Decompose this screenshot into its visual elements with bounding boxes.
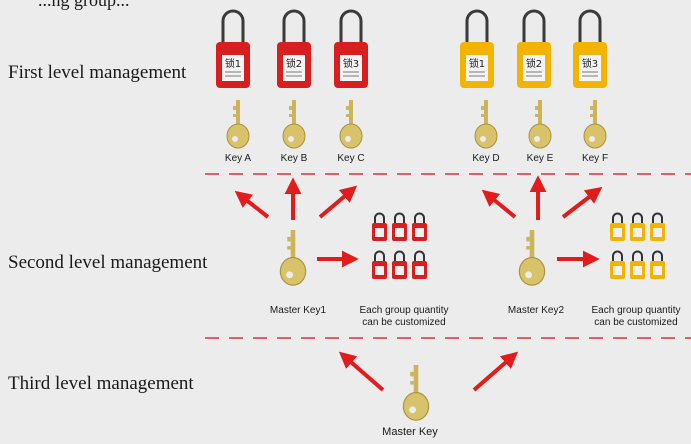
group-note-right-line1: Each group quantity bbox=[591, 305, 681, 316]
arrow-master1-keyA bbox=[234, 190, 270, 219]
key-a-label: Key A bbox=[224, 153, 252, 164]
key-d-label: Key D bbox=[472, 153, 500, 164]
grand-master-key-icon bbox=[402, 365, 430, 421]
arrow-master1-keyC bbox=[318, 185, 358, 219]
header-fragment: ...ng group... bbox=[38, 0, 130, 10]
group-note-left-line1: Each group quantity bbox=[359, 305, 449, 316]
arrow-grand-master2 bbox=[472, 351, 519, 392]
arrow-grand-master1 bbox=[338, 351, 385, 392]
key-c-icon bbox=[339, 100, 363, 149]
second-level-label: Second level management bbox=[8, 252, 208, 273]
padlock-yellow-3-label: 锁3 bbox=[582, 57, 598, 70]
padlock-red-2-label: 锁2 bbox=[286, 57, 302, 70]
arrow-master2-keyF bbox=[561, 186, 603, 219]
key-b-label: Key B bbox=[280, 153, 308, 164]
group-yellow-padlock-4 bbox=[610, 250, 625, 279]
group-yellow-padlock-6 bbox=[650, 250, 665, 279]
padlock-red-1: 锁1 bbox=[216, 9, 250, 88]
master-key2-label: Master Key2 bbox=[507, 305, 565, 316]
padlock-yellow-1-label: 锁1 bbox=[469, 57, 485, 70]
group-note-left-line2: can be customized bbox=[362, 317, 446, 328]
key-a-icon bbox=[226, 100, 250, 149]
key-f-label: Key F bbox=[581, 153, 609, 164]
key-c-label: Key C bbox=[337, 153, 365, 164]
group-yellow-padlock-1 bbox=[610, 212, 625, 241]
master-key2-icon bbox=[518, 230, 546, 286]
group-red-padlock-2 bbox=[392, 212, 407, 241]
padlock-yellow-2: 锁2 bbox=[517, 9, 551, 88]
first-level-label: First level management bbox=[8, 62, 187, 83]
group-yellow-padlock-2 bbox=[630, 212, 645, 241]
padlock-red-3-label: 锁3 bbox=[343, 57, 359, 70]
group-note-right-line2: can be customized bbox=[594, 317, 678, 328]
padlock-red-1-label: 锁1 bbox=[225, 57, 241, 70]
group-red-padlock-6 bbox=[412, 250, 427, 279]
group-yellow-padlock-5 bbox=[630, 250, 645, 279]
key-f-icon bbox=[583, 100, 607, 149]
key-b-icon bbox=[282, 100, 306, 149]
third-level-label: Third level management bbox=[8, 373, 194, 394]
padlock-red-2: 锁2 bbox=[277, 9, 311, 88]
padlock-red-3: 锁3 bbox=[334, 9, 368, 88]
group-yellow-padlock-3 bbox=[650, 212, 665, 241]
key-e-icon bbox=[528, 100, 552, 149]
group-red-padlock-3 bbox=[412, 212, 427, 241]
group-red-padlock-5 bbox=[392, 250, 407, 279]
group-red-padlock-1 bbox=[372, 212, 387, 241]
master-key1-icon bbox=[279, 230, 307, 286]
master-key1-label: Master Key1 bbox=[269, 305, 327, 316]
grand-master-key-label: Master Key bbox=[382, 426, 438, 438]
group-note-left: Each group quantity can be customized bbox=[349, 305, 459, 329]
key-d-icon bbox=[474, 100, 498, 149]
group-red-padlock-4 bbox=[372, 250, 387, 279]
padlock-yellow-3: 锁3 bbox=[573, 9, 607, 88]
padlock-yellow-1: 锁1 bbox=[460, 9, 494, 88]
key-e-label: Key E bbox=[526, 153, 554, 164]
padlock-yellow-2-label: 锁2 bbox=[526, 57, 542, 70]
arrow-master2-keyD bbox=[481, 189, 517, 219]
group-note-right: Each group quantity can be customized bbox=[582, 305, 690, 329]
